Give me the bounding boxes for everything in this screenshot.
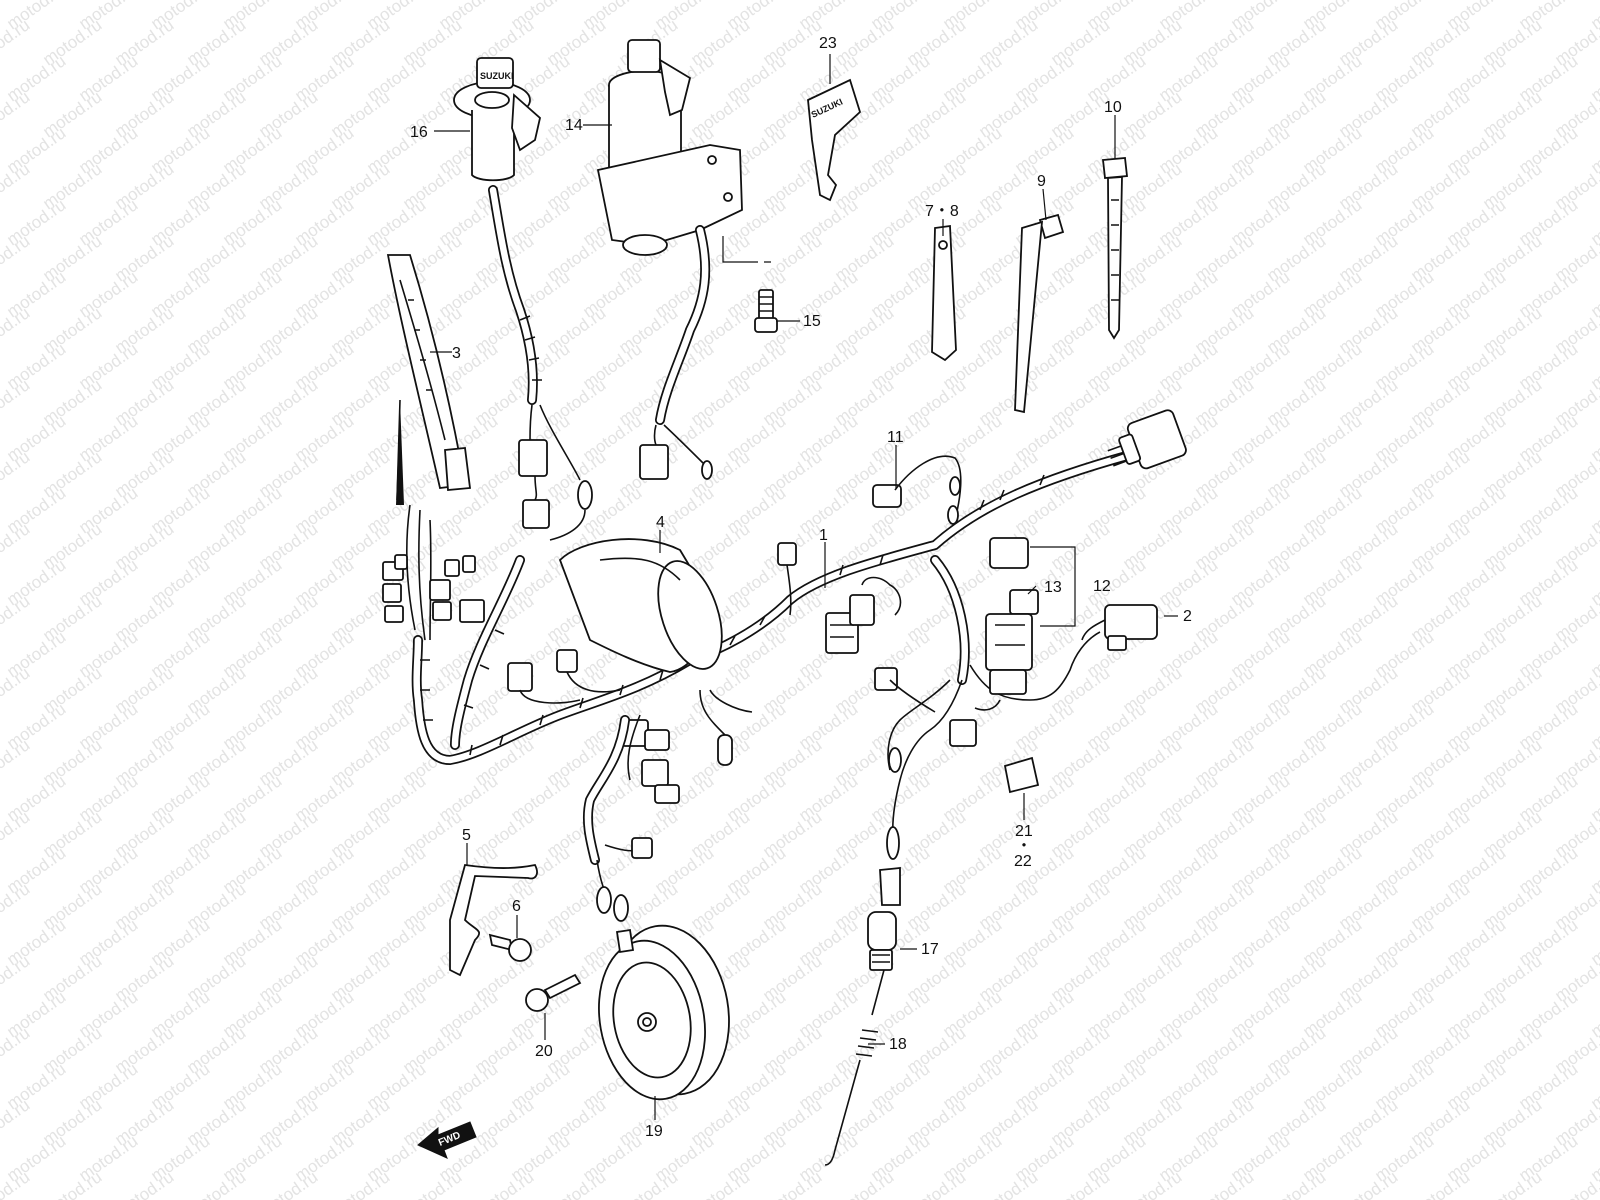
watermark-text: motod.ru — [1335, 1167, 1401, 1200]
part-17-sensor[interactable] — [867, 867, 901, 1016]
watermark-text: motod.ru — [1191, 1167, 1257, 1200]
watermark-text: motod.ru — [903, 1167, 969, 1200]
watermark-text: motod.ru — [975, 1167, 1041, 1200]
part-15-bolt[interactable] — [754, 289, 778, 333]
callout-7-8: 7・8 — [925, 203, 959, 220]
watermark-text: motod.ru — [687, 1167, 753, 1200]
callout-12: 12 — [1093, 578, 1111, 595]
callout-6: 6 — [512, 898, 521, 915]
part-16-switch[interactable]: SUZUKI — [453, 57, 593, 541]
watermark-text: motod.ru — [1263, 1167, 1329, 1200]
center-connectors[interactable] — [507, 542, 902, 804]
watermark-text: motod.ru — [471, 1167, 537, 1200]
watermark-text: motod.ru — [543, 1167, 609, 1200]
callout-20: 20 — [535, 1043, 553, 1060]
callout-15: 15 — [803, 313, 821, 330]
watermark-text: motod.ru — [39, 1167, 105, 1200]
part-9-tie[interactable] — [1014, 213, 1065, 414]
callout-labels: 1 2 3 4 5 6 7・8 9 10 11 12 13 14 15 16 1… — [410, 35, 1192, 1140]
part-20-bolt[interactable] — [525, 973, 582, 1012]
watermark-text: motod.ru — [1479, 1167, 1545, 1200]
lower-branch[interactable] — [582, 715, 653, 922]
callout-10: 10 — [1104, 99, 1122, 116]
part-5-bracket[interactable] — [449, 863, 538, 977]
part-21-22-label[interactable] — [1003, 756, 1040, 794]
callout-21-22-dot: ・ — [1016, 838, 1032, 855]
watermark-text: motod.ru — [1119, 1167, 1185, 1200]
callout-17: 17 — [921, 941, 939, 958]
callout-2: 2 — [1183, 608, 1192, 625]
callout-14: 14 — [565, 117, 583, 134]
callout-16: 16 — [410, 124, 428, 141]
part-7-8-clamp[interactable] — [931, 224, 957, 362]
key-brand-text-16: SUZUKI — [480, 71, 514, 81]
watermark-text: motod.ru — [759, 1167, 825, 1200]
part-6-bolt[interactable] — [488, 933, 532, 962]
callout-4: 4 — [656, 514, 665, 531]
watermark-text: motod.ru — [1407, 1167, 1473, 1200]
part-2-connector[interactable] — [1081, 604, 1158, 651]
watermark-text: motod.ru — [327, 1167, 393, 1200]
left-connector-bundle[interactable] — [382, 399, 485, 641]
callout-13: 13 — [1044, 579, 1062, 596]
fwd-arrow-icon: FWD — [417, 1121, 477, 1159]
callout-22: 22 — [1014, 853, 1032, 870]
part-4-cylinder[interactable] — [558, 538, 734, 677]
callout-18: 18 — [889, 1036, 907, 1053]
leader-lines — [430, 54, 1178, 1120]
callout-21: 21 — [1015, 823, 1033, 840]
callout-3: 3 — [452, 345, 461, 362]
watermark-text: motod.ru — [255, 1167, 321, 1200]
callout-19: 19 — [645, 1123, 663, 1140]
watermark-text: motod.ru — [111, 1167, 177, 1200]
watermark-text: motod.ru — [183, 1167, 249, 1200]
part-18-spring[interactable] — [824, 1029, 879, 1166]
part-10-tie[interactable] — [1102, 157, 1128, 340]
part-11-lead[interactable] — [872, 455, 962, 525]
watermark-text: motod.ru — [831, 1167, 897, 1200]
part-3-bracket[interactable] — [386, 254, 472, 491]
callout-11: 11 — [887, 429, 904, 446]
callout-9: 9 — [1037, 173, 1046, 190]
watermark-text: motod.ru — [1047, 1167, 1113, 1200]
callout-23: 23 — [819, 35, 837, 52]
part-14-switch[interactable] — [596, 39, 771, 480]
relay-group[interactable] — [974, 537, 1076, 711]
callout-1: 1 — [819, 527, 828, 544]
right-branch[interactable] — [874, 631, 1101, 860]
part-19-horn[interactable] — [587, 916, 742, 1108]
watermark-text: motod.ru — [399, 1167, 465, 1200]
part-23-key[interactable]: SUZUKI — [807, 78, 862, 202]
callout-5: 5 — [462, 827, 471, 844]
watermark-text: motod.ru — [615, 1167, 681, 1200]
